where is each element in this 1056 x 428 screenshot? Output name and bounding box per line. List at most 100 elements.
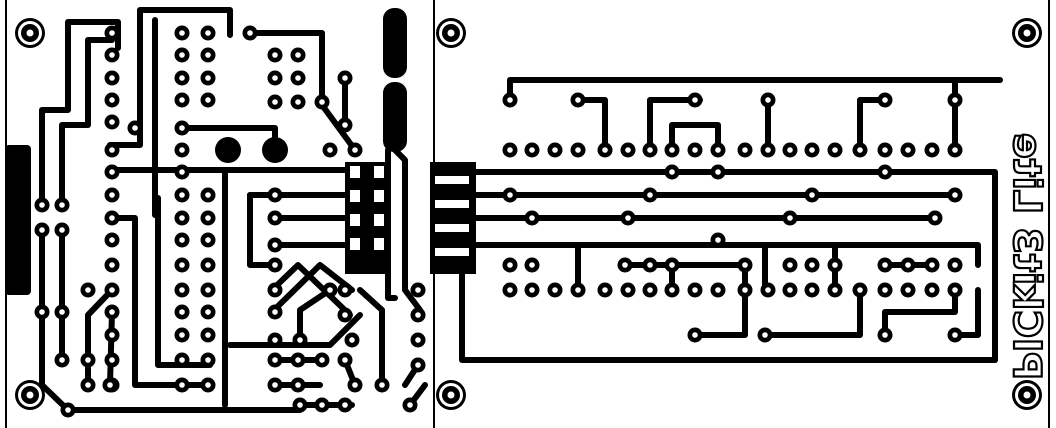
pad-icon (402, 397, 418, 413)
pad-icon (174, 282, 190, 298)
pad-icon (827, 257, 843, 273)
pad-icon (174, 304, 190, 320)
pad-icon (502, 257, 518, 273)
pad-icon (34, 304, 50, 320)
pad-icon (80, 352, 96, 368)
pad-icon (267, 210, 283, 226)
mount-hole-icon (15, 380, 45, 410)
pad-icon (337, 397, 353, 413)
pad-icon (174, 92, 190, 108)
pad-icon (54, 197, 70, 213)
pad-icon (200, 25, 216, 41)
pad-icon (104, 70, 120, 86)
pad-icon (664, 164, 680, 180)
pad-icon (737, 282, 753, 298)
pad-icon (104, 25, 120, 41)
pad-icon (104, 142, 120, 158)
pad-icon (737, 142, 753, 158)
pad-icon (290, 94, 306, 110)
pad-icon (174, 327, 190, 343)
pad-icon (104, 92, 120, 108)
pad-icon (174, 142, 190, 158)
pad-icon (314, 94, 330, 110)
pad-icon (290, 70, 306, 86)
pad-icon (174, 352, 190, 368)
pad-icon (410, 307, 426, 323)
pad-icon (877, 92, 893, 108)
pad-icon (80, 377, 96, 393)
pad-icon (502, 187, 518, 203)
pad-icon (267, 304, 283, 320)
pad-icon (642, 142, 658, 158)
pad-icon (174, 257, 190, 273)
board-label: PICkit3 Lite (1005, 133, 1049, 380)
mount-hole-icon (1012, 18, 1042, 48)
pad-icon (290, 352, 306, 368)
pad-icon (34, 222, 50, 238)
pad-icon (104, 114, 120, 130)
pad-icon (267, 257, 283, 273)
pad-icon (314, 352, 330, 368)
pad-icon (502, 142, 518, 158)
pad-icon (687, 92, 703, 108)
pad-icon (322, 142, 338, 158)
pad-icon (267, 352, 283, 368)
pad-icon (737, 257, 753, 273)
pad-icon (710, 164, 726, 180)
pad-icon (104, 210, 120, 226)
pad-icon (947, 257, 963, 273)
pad-icon (174, 164, 190, 180)
pad-icon (200, 282, 216, 298)
pad-icon (314, 397, 330, 413)
mount-holes (15, 18, 1042, 410)
pad-icon (104, 352, 120, 368)
pad-icon (877, 282, 893, 298)
pad-icon (174, 187, 190, 203)
pad-icon (687, 142, 703, 158)
pad-icon (267, 282, 283, 298)
pad-icon (174, 25, 190, 41)
pad-icon (104, 232, 120, 248)
pad-icon (104, 164, 120, 180)
pad-icon (34, 197, 50, 213)
mount-hole-icon (436, 380, 466, 410)
pad-icon (242, 25, 258, 41)
pad-icon (104, 47, 120, 63)
pad-icon (337, 307, 353, 323)
pad-icon (947, 142, 963, 158)
pad-icon (347, 142, 363, 158)
pad-icon (174, 120, 190, 136)
pad-icon (852, 282, 868, 298)
pad-icon (804, 282, 820, 298)
pad-icon (947, 92, 963, 108)
pad-icon (174, 232, 190, 248)
pad-icon (877, 257, 893, 273)
smd-pad-icon (5, 145, 31, 295)
pad-icon (782, 257, 798, 273)
pad-icon (337, 282, 353, 298)
pad-icon (757, 327, 773, 343)
pad-icon (597, 282, 613, 298)
mount-hole-icon (15, 18, 45, 48)
pad-icon (104, 304, 120, 320)
pad-icon (502, 282, 518, 298)
pad-icon (827, 142, 843, 158)
pad-icon (174, 377, 190, 393)
pad-icon (804, 257, 820, 273)
pad-icon (760, 282, 776, 298)
pad-icon (620, 210, 636, 226)
pad-icon (924, 257, 940, 273)
smd-pad-icon (383, 8, 407, 78)
pad-icon (502, 92, 518, 108)
pad-icon (410, 357, 426, 373)
pad-icon (200, 352, 216, 368)
pad-icon (642, 282, 658, 298)
pad-icon (782, 142, 798, 158)
pad-icon (102, 377, 118, 393)
pad-icon (687, 327, 703, 343)
pad-icon (804, 142, 820, 158)
pad-icon (597, 142, 613, 158)
pad-icon (664, 282, 680, 298)
pad-icon (410, 282, 426, 298)
